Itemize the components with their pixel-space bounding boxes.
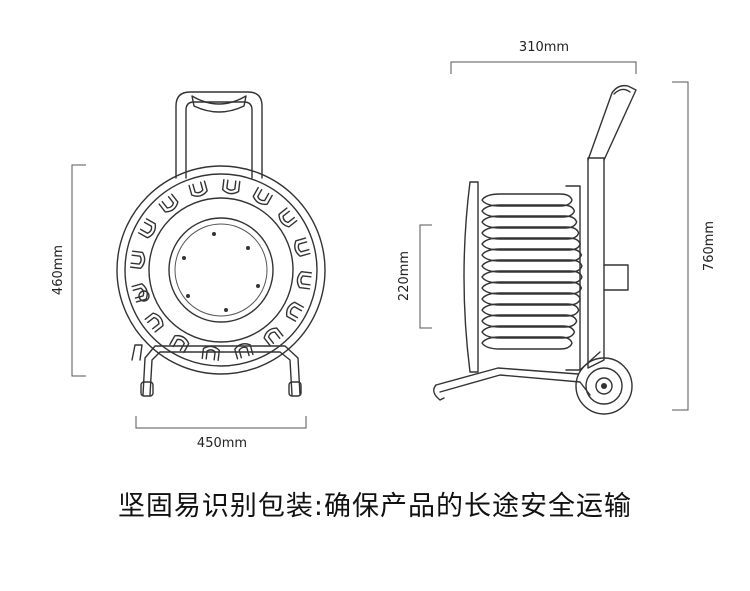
handle-frame — [175, 91, 263, 179]
reel-outer-disc — [116, 165, 326, 375]
cable-coil — [481, 248, 583, 262]
front-width-dimension: 450mm — [135, 416, 307, 451]
side-post — [587, 157, 605, 369]
cable-coil — [481, 303, 580, 317]
cable-coil — [481, 193, 573, 207]
cable-coil — [481, 270, 583, 284]
cable-coil — [481, 226, 580, 240]
cable-slot — [131, 283, 148, 303]
cable-coil — [481, 281, 583, 295]
hub-bolts — [182, 232, 260, 312]
caption-text: 坚固易识别包装:确保产品的长途安全运输 — [117, 491, 633, 522]
cable-coils — [481, 193, 583, 350]
cable-coil — [481, 259, 583, 273]
cable-slot — [294, 237, 311, 257]
cable-coil — [481, 336, 573, 350]
cable-coil — [481, 314, 578, 328]
cable-slot — [263, 327, 284, 347]
cable-coil — [481, 204, 576, 218]
side-wheel — [575, 357, 633, 415]
cable-coil — [481, 292, 581, 306]
base-stand — [149, 351, 293, 396]
cable-coil — [481, 215, 578, 229]
cable-slot — [137, 218, 157, 239]
side-base — [439, 374, 591, 396]
side-height-label: 760mm — [702, 221, 717, 271]
cable-slots — [129, 178, 313, 362]
cable-slot — [278, 207, 298, 228]
cable-slot — [221, 178, 241, 195]
cable-slot — [129, 250, 146, 270]
cable-slot — [234, 343, 254, 360]
cable-slot — [252, 186, 273, 206]
drum-flange — [463, 181, 479, 373]
cable-slot — [169, 334, 190, 354]
reel-hub — [168, 217, 274, 323]
side-depth-label: 310mm — [519, 40, 569, 55]
cable-slot — [201, 345, 221, 362]
cable-coil — [481, 325, 576, 339]
cable-coil — [481, 237, 581, 251]
side-depth-dimension: 310mm — [450, 40, 637, 74]
cable-slot — [296, 270, 313, 290]
cable-slot — [285, 301, 305, 322]
side-drum-label: 220mm — [397, 251, 412, 301]
front-height-dimension: 460mm — [51, 164, 86, 377]
front-view-reel — [116, 91, 326, 397]
side-handle — [587, 84, 637, 161]
side-view-cart — [433, 84, 637, 415]
cable-slot — [158, 193, 179, 213]
side-height-dimension: 760mm — [672, 81, 717, 411]
handle-grip — [191, 95, 247, 113]
cable-slot — [144, 312, 164, 333]
front-width-label: 450mm — [197, 436, 247, 451]
side-drum-dimension: 220mm — [397, 224, 432, 329]
cable-slot — [188, 180, 208, 197]
front-height-label: 460mm — [51, 245, 66, 295]
